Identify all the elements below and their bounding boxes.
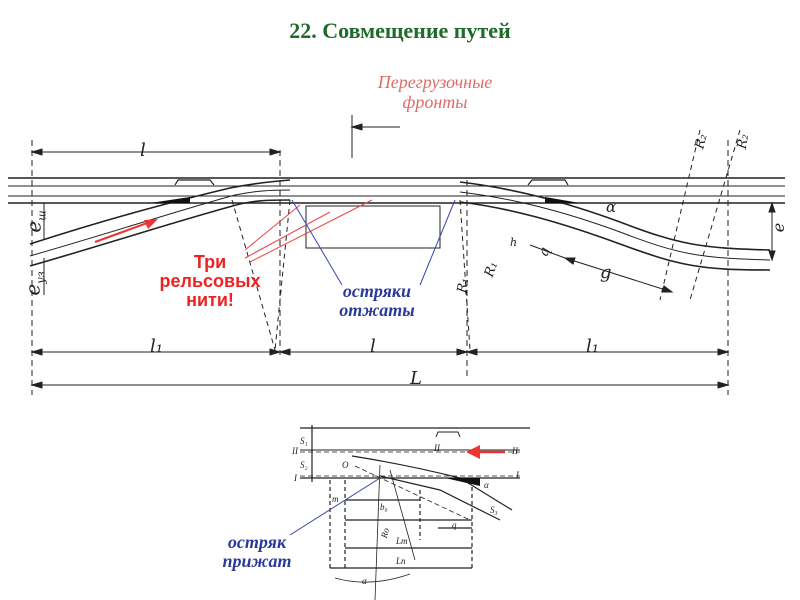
dim-l1-left: l₁	[150, 336, 163, 357]
frog-right	[545, 197, 580, 203]
curve-right-lower	[459, 201, 771, 271]
bottom-q: q	[452, 520, 457, 530]
three-rails-label: Три рельсовых нити!	[150, 253, 270, 310]
bottom-II-right: II	[512, 446, 518, 456]
reload-fronts-line-1: Перегрузочные	[377, 72, 493, 92]
bottom-S1: S₁	[300, 436, 308, 446]
direction-arrow-top	[94, 219, 158, 243]
points-open-line-2: отжаты	[339, 300, 415, 320]
bottom-b0: b₀	[380, 502, 388, 512]
bottom-I-left: I	[294, 473, 297, 483]
bottom-alpha-2: α	[484, 480, 489, 490]
point-pressed-line-2: прижат	[222, 551, 292, 571]
bottom-S3: S₃	[490, 505, 498, 515]
slide-title: 22. Совмещение путей	[289, 18, 511, 43]
bottom-II-left: II	[292, 446, 298, 456]
bottom-m: m	[332, 494, 339, 504]
direction-arrow-bottom	[466, 445, 505, 459]
bottom-Ln: Lп	[396, 556, 406, 566]
frog-left	[150, 197, 190, 203]
bottom-O: O	[342, 460, 349, 470]
three-rails-line-1: Три	[193, 252, 227, 272]
g-label: g	[600, 262, 612, 283]
h-label: h	[510, 236, 518, 249]
point-pressed-line-1: остряк	[227, 532, 287, 552]
curve-right-upper	[459, 181, 771, 251]
bottom-I-right: I	[516, 470, 519, 480]
three-rails-line-3: нити!	[186, 290, 234, 310]
curve-right-mid	[459, 191, 771, 261]
bottom-alpha: α	[362, 576, 367, 586]
curve-left-upper	[29, 179, 291, 245]
frog-bottom	[445, 478, 480, 486]
curve-left-mid	[29, 189, 291, 257]
bottom-S2: S₂	[300, 460, 308, 470]
points-open-label: остряки отжаты	[322, 282, 432, 320]
reload-fronts-label: Перегрузочные фронты	[345, 72, 525, 112]
dim-L: L	[410, 368, 422, 389]
reload-front-rect	[305, 205, 441, 249]
dim-l-mid: l	[370, 336, 376, 357]
alpha-label-top: α	[606, 198, 617, 216]
points-open-line-1: остряки	[342, 281, 412, 301]
bottom-II-mid: II	[434, 443, 440, 453]
dim-l1-right: l₁	[586, 336, 599, 357]
point-pressed-label: остряк прижат	[212, 533, 302, 571]
three-rails-line-2: рельсовых	[159, 271, 261, 291]
curve-left-lower	[29, 199, 291, 267]
reload-fronts-line-2: фронты	[402, 92, 468, 112]
bottom-Lt: Lт	[396, 536, 408, 546]
dim-l-top: l	[140, 140, 146, 161]
